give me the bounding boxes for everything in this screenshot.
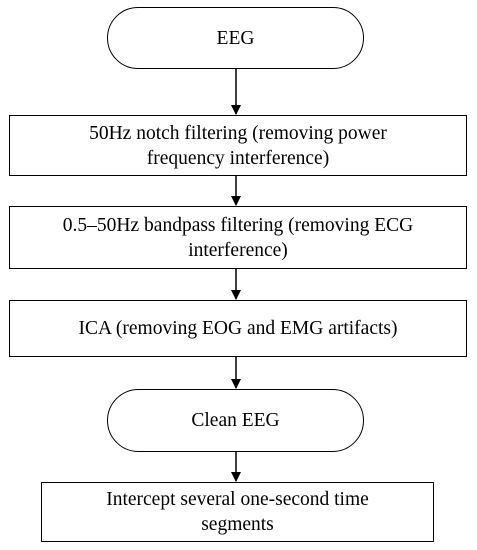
- node-clean-eeg: Clean EEG: [107, 389, 364, 452]
- node-text-line: segments: [201, 514, 274, 535]
- node-text-line: 0.5–50Hz bandpass filtering (removing EC…: [62, 214, 414, 236]
- node-text-line: frequency interference): [146, 147, 330, 169]
- step-bandpass-filtering: 0.5–50Hz bandpass filtering (removing EC…: [9, 206, 467, 269]
- node-text-line: EEG: [216, 27, 255, 49]
- node-text-line: Clean EEG: [191, 410, 280, 431]
- node-text: EEG: [217, 26, 255, 51]
- step-intercept-segments: Intercept several one-second time segmen…: [41, 482, 434, 542]
- node-text: ICA (removing EOG and EMG artifacts): [79, 316, 398, 341]
- node-text-line: 50Hz notch filtering (removing power: [89, 122, 387, 144]
- node-text-line: ICA (removing EOG and EMG artifacts): [78, 318, 398, 339]
- step-ica: ICA (removing EOG and EMG artifacts): [9, 300, 467, 357]
- start-node-eeg: EEG: [107, 7, 364, 69]
- node-text-line: Intercept several one-second time: [106, 489, 369, 510]
- node-text: 0.5–50Hz bandpass filtering (removing EC…: [63, 213, 413, 263]
- node-text: 50Hz notch filtering (removing power fre…: [89, 121, 387, 171]
- node-text: Clean EEG: [191, 408, 279, 433]
- node-text: Intercept several one-second time segmen…: [106, 487, 369, 537]
- step-notch-filtering: 50Hz notch filtering (removing power fre…: [9, 115, 467, 176]
- node-text-line: interference): [188, 239, 288, 261]
